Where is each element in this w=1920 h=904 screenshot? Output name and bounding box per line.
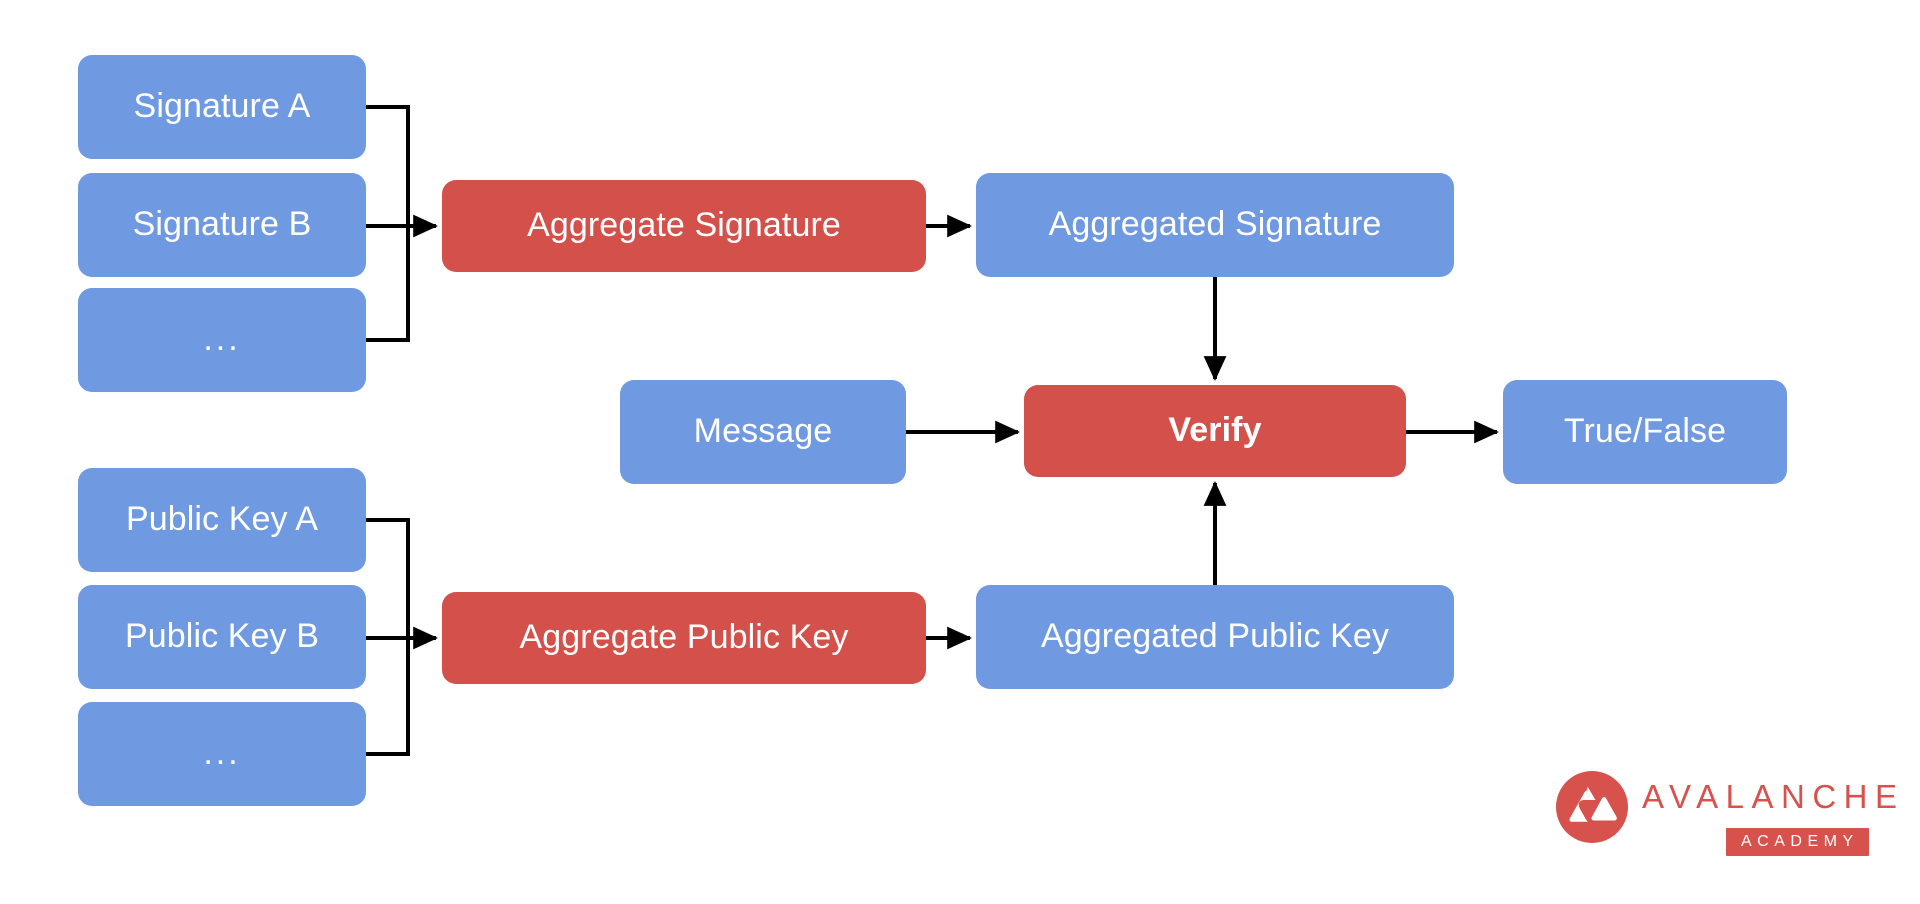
node-label: Aggregate Signature <box>527 206 841 245</box>
edge-signature-ellipsis-to-aggregate <box>366 226 410 342</box>
node-verify[interactable]: Verify <box>1024 385 1406 477</box>
node-label: True/False <box>1563 412 1727 451</box>
node-label: Aggregated Signature <box>1048 205 1382 244</box>
node-public-key-a[interactable]: Public Key A <box>78 468 366 572</box>
node-label: Signature B <box>132 205 312 244</box>
node-label: Public Key A <box>125 500 319 539</box>
avalanche-mark-icon <box>1556 771 1628 843</box>
avalanche-wordmark: AVALANCHE <box>1642 778 1905 815</box>
edge-public-key-a-to-aggregate <box>366 518 410 638</box>
node-signature-a[interactable]: Signature A <box>78 55 366 159</box>
node-label: Message <box>693 412 833 451</box>
node-aggregated-public-key[interactable]: Aggregated Public Key <box>976 585 1454 689</box>
avalanche-academy-logo: AVALANCHE ACADEMY <box>1556 766 1897 864</box>
avalanche-triangle-icon <box>1569 786 1617 822</box>
edge-public-key-ellipsis-to-aggregate <box>366 638 410 756</box>
edge-signature-a-to-aggregate <box>366 105 410 226</box>
node-public-key-ellipsis[interactable]: ... <box>78 702 366 806</box>
node-label: Aggregated Public Key <box>1041 617 1389 656</box>
node-label: ... <box>203 734 241 773</box>
academy-badge: ACADEMY <box>1726 828 1869 856</box>
node-true-false[interactable]: True/False <box>1503 380 1787 484</box>
node-signature-ellipsis[interactable]: ... <box>78 288 366 392</box>
node-public-key-b[interactable]: Public Key B <box>78 585 366 689</box>
node-message[interactable]: Message <box>620 380 906 484</box>
node-aggregate-public-key[interactable]: Aggregate Public Key <box>442 592 926 684</box>
node-label: Aggregate Public Key <box>519 618 849 657</box>
node-aggregate-signature[interactable]: Aggregate Signature <box>442 180 926 272</box>
node-label: Signature A <box>133 87 311 126</box>
node-label: ... <box>203 320 241 359</box>
node-signature-b[interactable]: Signature B <box>78 173 366 277</box>
node-label: Public Key B <box>125 617 319 656</box>
node-aggregated-signature[interactable]: Aggregated Signature <box>976 173 1454 277</box>
node-label: Verify <box>1168 411 1262 450</box>
